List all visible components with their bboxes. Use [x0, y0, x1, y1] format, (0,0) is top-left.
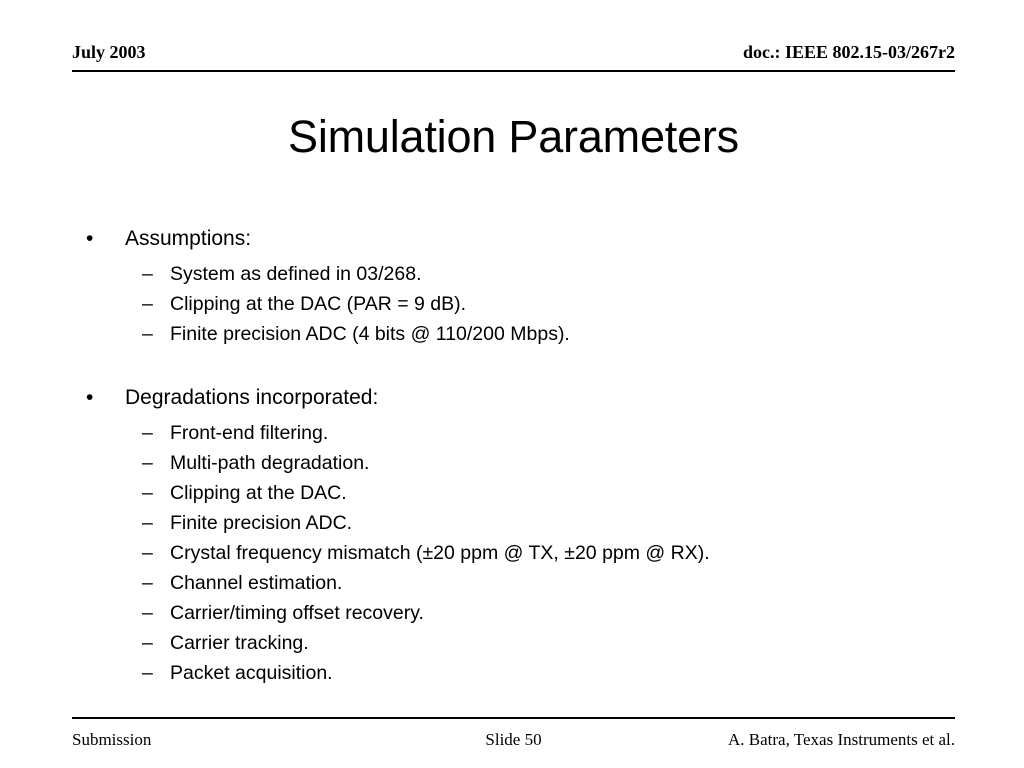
dash-marker-icon: – — [142, 482, 153, 504]
dash-marker-icon: – — [142, 422, 153, 444]
sub-bullet-item: – Clipping at the DAC. — [0, 478, 1024, 508]
sub-bullet-item: – Front-end filtering. — [0, 418, 1024, 448]
dash-marker-icon: – — [142, 602, 153, 624]
dash-marker-icon: – — [142, 323, 153, 345]
dash-marker-icon: – — [142, 512, 153, 534]
bullet-group-assumptions: • Assumptions: – System as defined in 03… — [0, 222, 1024, 349]
bullet-marker-icon: • — [86, 227, 94, 250]
bullet-group-degradations: • Degradations incorporated: – Front-end… — [0, 381, 1024, 688]
bullet-item-degradations: • Degradations incorporated: — [0, 381, 1024, 414]
sub-bullet-item: – Carrier/timing offset recovery. — [0, 598, 1024, 628]
sub-bullet-label: Front-end filtering. — [170, 422, 329, 444]
sub-bullet-item: – Channel estimation. — [0, 568, 1024, 598]
header-document-id: doc.: IEEE 802.15-03/267r2 — [742, 42, 955, 62]
sub-bullet-label: Finite precision ADC. — [170, 512, 353, 534]
footer-divider — [72, 717, 955, 719]
slide-header: July 2003 doc.: IEEE 802.15-03/267r2 — [72, 42, 955, 72]
sub-bullet-item: – Crystal frequency mismatch (±20 ppm @ … — [0, 538, 1024, 568]
sub-bullet-item: – Clipping at the DAC (PAR = 9 dB). — [0, 289, 1024, 319]
dash-marker-icon: – — [142, 293, 153, 315]
sub-bullet-label: Clipping at the DAC. — [170, 482, 347, 504]
dash-marker-icon: – — [142, 263, 153, 285]
slide-body: • Assumptions: – System as defined in 03… — [0, 222, 1024, 688]
sub-bullet-item: – Packet acquisition. — [0, 658, 1024, 688]
bullet-label-assumptions: Assumptions: — [125, 227, 252, 250]
sub-bullet-list-assumptions: – System as defined in 03/268. – Clippin… — [0, 259, 1024, 349]
sub-bullet-label: Channel estimation. — [170, 572, 343, 594]
dash-marker-icon: – — [142, 542, 153, 564]
dash-marker-icon: – — [142, 632, 153, 654]
sub-bullet-label: Multi-path degradation. — [170, 452, 370, 474]
dash-marker-icon: – — [142, 452, 153, 474]
sub-bullet-item: – Carrier tracking. — [0, 628, 1024, 658]
sub-bullet-item: – Finite precision ADC (4 bits @ 110/200… — [0, 319, 1024, 349]
sub-bullet-label: Carrier tracking. — [170, 632, 309, 654]
sub-bullet-item: – System as defined in 03/268. — [0, 259, 1024, 289]
slide-title: Simulation Parameters — [288, 111, 739, 162]
sub-bullet-label: Packet acquisition. — [170, 662, 333, 684]
bullet-label-degradations: Degradations incorporated: — [125, 386, 379, 409]
sub-bullet-label: Carrier/timing offset recovery. — [170, 602, 424, 624]
dash-marker-icon: – — [142, 572, 153, 594]
sub-bullet-label: Finite precision ADC (4 bits @ 110/200 M… — [170, 323, 570, 345]
footer-author-label: A. Batra, Texas Instruments et al. — [728, 730, 955, 749]
footer-slide-number: Slide 50 — [485, 730, 542, 749]
sub-bullet-label: Clipping at the DAC (PAR = 9 dB). — [170, 293, 467, 315]
dash-marker-icon: – — [142, 662, 153, 684]
sub-bullet-item: – Multi-path degradation. — [0, 448, 1024, 478]
header-divider — [72, 70, 955, 72]
sub-bullet-label: Crystal frequency mismatch (±20 ppm @ TX… — [170, 542, 710, 564]
header-date: July 2003 — [72, 42, 146, 62]
slide-footer: Submission Slide 50 A. Batra, Texas Inst… — [72, 729, 955, 753]
sub-bullet-item: – Finite precision ADC. — [0, 508, 1024, 538]
bullet-item-assumptions: • Assumptions: — [0, 222, 1024, 255]
sub-bullet-label: System as defined in 03/268. — [170, 263, 422, 285]
footer-submission-label: Submission — [72, 730, 152, 749]
bullet-marker-icon: • — [86, 386, 94, 409]
sub-bullet-list-degradations: – Front-end filtering. – Multi-path degr… — [0, 418, 1024, 688]
